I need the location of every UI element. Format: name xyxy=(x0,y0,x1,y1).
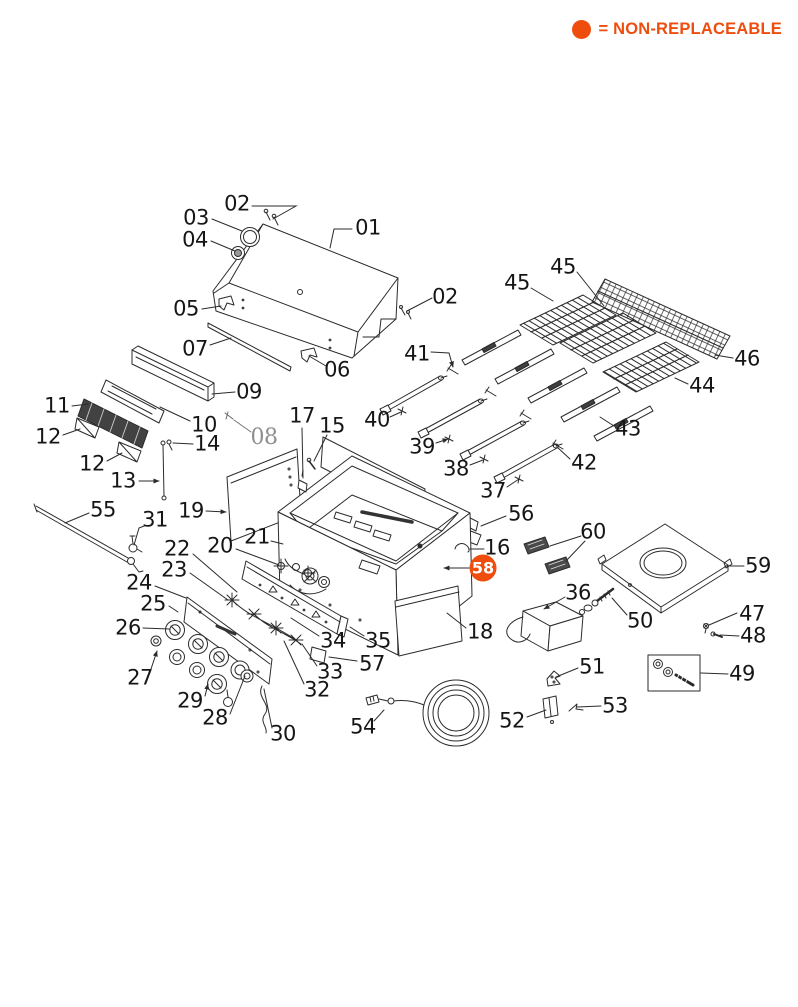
small-plate-57 xyxy=(309,646,327,664)
hook-53 xyxy=(568,703,584,712)
bolt-50 xyxy=(579,587,615,615)
valve-31 xyxy=(128,535,143,553)
support-rod xyxy=(160,440,167,501)
legend-text: = NON-REPLACEABLE xyxy=(598,20,782,38)
screw-14 xyxy=(166,439,173,451)
clip-51 xyxy=(546,670,561,687)
grease-tray xyxy=(506,601,584,652)
rotisserie-rack xyxy=(131,345,215,402)
id-plates xyxy=(523,536,571,575)
lid-drawing xyxy=(212,223,399,359)
cooking-grates xyxy=(519,294,700,393)
warming-rack xyxy=(591,278,731,360)
gas-hose xyxy=(365,679,490,747)
leader-lines xyxy=(62,205,745,729)
burner-bracket-1 xyxy=(74,417,100,439)
handle-rod xyxy=(207,322,292,372)
side-burner-plate xyxy=(597,523,733,614)
legend: = NON-REPLACEABLE xyxy=(572,20,782,39)
manifold-panel xyxy=(241,558,349,638)
carryover-pins xyxy=(446,364,564,450)
smoker-tray xyxy=(100,379,165,424)
crossover-rod xyxy=(33,503,144,573)
lid-screws-right xyxy=(399,305,412,320)
non-replaceable-dot-icon xyxy=(572,20,592,39)
hook-16 xyxy=(454,543,470,553)
burner-tubes xyxy=(379,375,563,484)
igniter-wire xyxy=(260,685,268,734)
screw-08 xyxy=(224,411,234,420)
screw-15 xyxy=(306,457,316,470)
smoker-burner xyxy=(77,398,149,449)
thermometer-cap xyxy=(231,246,245,260)
burner-bracket-2 xyxy=(116,441,142,463)
control-knobs xyxy=(150,620,254,707)
screw-47 xyxy=(703,623,709,634)
lower-front-panel xyxy=(394,585,463,657)
thermometer-bezel xyxy=(240,227,260,247)
igniter-electrodes xyxy=(224,592,304,646)
heat-plates xyxy=(461,329,654,442)
lid-hinge-right xyxy=(300,347,318,363)
clip-52 xyxy=(542,695,559,724)
hardware-kit xyxy=(647,654,701,692)
screw-48 xyxy=(710,631,723,638)
